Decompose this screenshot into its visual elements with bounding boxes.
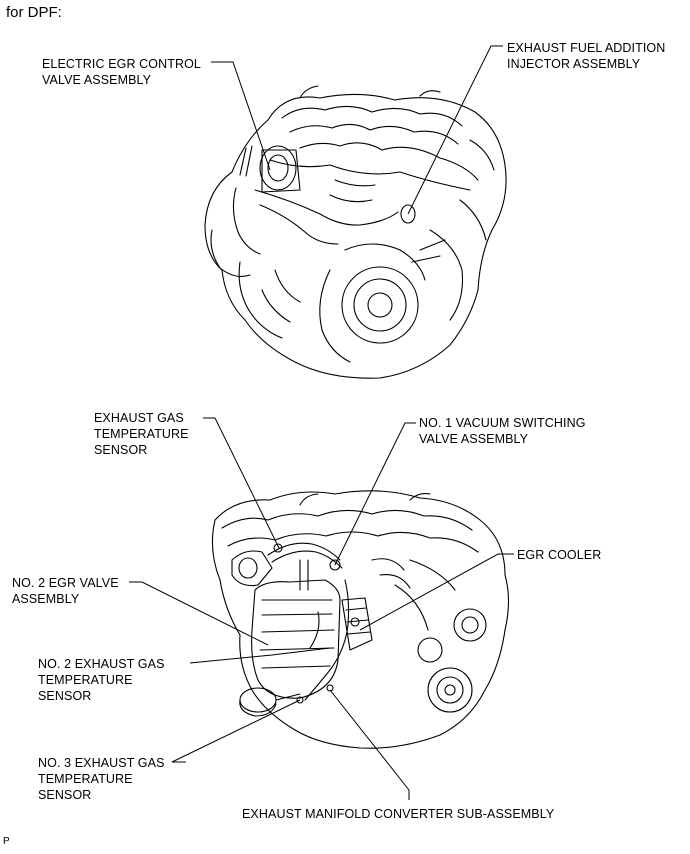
leader-no2-egr-valve: [129, 581, 269, 646]
label-line: TEMPERATURE: [94, 427, 189, 441]
label-line: VALVE ASSEMBLY: [42, 73, 152, 87]
label-exhaust-gas-temperature-sensor: EXHAUST GAS TEMPERATURE SENSOR: [94, 410, 189, 458]
leader-fuel-addition-injector: [407, 45, 503, 215]
label-line: ASSEMBLY: [12, 592, 80, 606]
label-no2-exhaust-gas-temperature-sensor: NO. 2 EXHAUST GAS TEMPERATURE SENSOR: [38, 656, 165, 704]
page-heading: for DPF:: [6, 4, 62, 21]
label-line: SENSOR: [94, 443, 148, 457]
leader-no2-exhaust-gas-temp-sensor: [189, 647, 331, 664]
leader-exhaust-manifold-converter: [329, 689, 410, 800]
leader-no3-exhaust-gas-temp-sensor: [171, 699, 301, 763]
label-line: SENSOR: [38, 788, 92, 802]
label-line: INJECTOR ASSEMBLY: [507, 57, 641, 71]
label-electric-egr-control-valve: ELECTRIC EGR CONTROL VALVE ASSEMBLY: [42, 56, 201, 88]
label-egr-cooler: EGR COOLER: [517, 547, 601, 563]
label-line: TEMPERATURE: [38, 772, 133, 786]
lower-engine-illustration: [211, 490, 510, 749]
label-line: VALVE ASSEMBLY: [419, 432, 529, 446]
label-line: EGR COOLER: [517, 548, 602, 562]
label-line: NO. 3 EXHAUST GAS: [38, 756, 165, 770]
label-no2-egr-valve: NO. 2 EGR VALVE ASSEMBLY: [12, 575, 119, 607]
leader-lines: [129, 45, 514, 800]
leader-no1-vsv: [334, 422, 416, 566]
label-line: NO. 2 EXHAUST GAS: [38, 657, 165, 671]
leader-egr-cooler: [359, 553, 514, 631]
label-line: EXHAUST MANIFOLD CONVERTER SUB-ASSEMBLY: [242, 807, 555, 821]
label-no3-exhaust-gas-temperature-sensor: NO. 3 EXHAUST GAS TEMPERATURE SENSOR: [38, 755, 165, 803]
label-line: EXHAUST FUEL ADDITION: [507, 41, 666, 55]
label-line: NO. 2 EGR VALVE: [12, 576, 119, 590]
figure-code: P: [3, 836, 10, 847]
label-exhaust-manifold-converter: EXHAUST MANIFOLD CONVERTER SUB-ASSEMBLY: [242, 806, 554, 822]
leader-exhaust-gas-temp-sensor: [203, 417, 280, 549]
label-no1-vacuum-switching-valve: NO. 1 VACUUM SWITCHING VALVE ASSEMBLY: [419, 415, 586, 447]
leader-egr-control-valve: [211, 61, 271, 171]
label-line: TEMPERATURE: [38, 673, 133, 687]
label-exhaust-fuel-addition-injector: EXHAUST FUEL ADDITION INJECTOR ASSEMBLY: [507, 40, 665, 72]
label-line: EXHAUST GAS: [94, 411, 184, 425]
upper-engine-illustration: [204, 85, 507, 379]
label-line: NO. 1 VACUUM SWITCHING: [419, 416, 586, 430]
label-line: ELECTRIC EGR CONTROL: [42, 57, 201, 71]
label-line: SENSOR: [38, 689, 92, 703]
